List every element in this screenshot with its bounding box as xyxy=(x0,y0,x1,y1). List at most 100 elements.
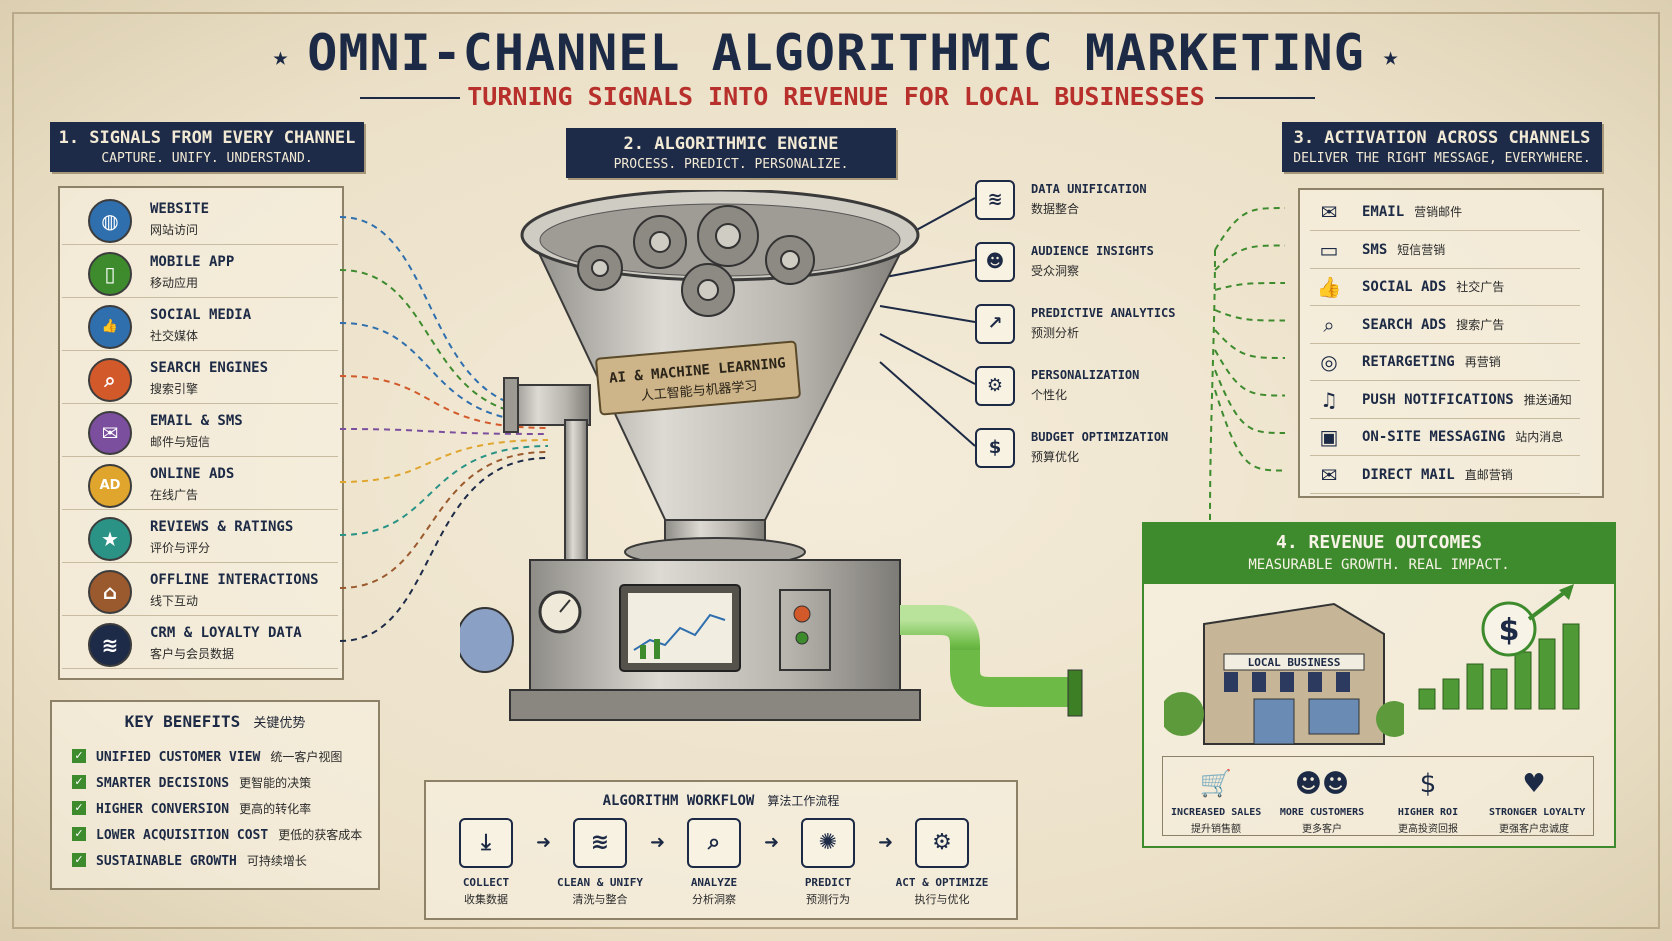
workflow-title: ALGORITHM WORKFLOW 算法工作流程 xyxy=(426,790,1016,809)
globe-icon: ◍ xyxy=(88,199,132,243)
activation-connector xyxy=(1214,349,1286,397)
revenue-header: 4. REVENUE OUTCOMES MEASURABLE GROWTH. R… xyxy=(1144,524,1614,584)
envelope-icon: ✉ xyxy=(1320,200,1338,224)
workflow-title-zh: 算法工作流程 xyxy=(767,794,840,808)
benefit-label-zh: 统一客户视图 xyxy=(270,750,343,764)
star-icon: ★ xyxy=(88,517,132,561)
algorithm-machine-illustration: AI & MACHINE LEARNING 人工智能与机器学习 xyxy=(460,190,980,721)
engine-feature-label-zh: 预算优化 xyxy=(1031,450,1080,464)
signal-label-zh: 评价与评分 xyxy=(150,541,211,555)
search-icon: ⌕ xyxy=(88,358,132,402)
activation-connector xyxy=(1214,282,1286,291)
engine-feature-label-zh: 数据整合 xyxy=(1031,202,1080,216)
envelope-icon: ✉ xyxy=(88,411,132,455)
workflow-step-label: ACT & OPTIMIZE xyxy=(895,876,989,889)
activation-label-zh: 社交广告 xyxy=(1456,280,1505,294)
download-icon: ⤓ xyxy=(459,818,513,868)
outcome-label: MORE CUSTOMERS xyxy=(1279,807,1365,818)
feature-leader-line xyxy=(879,305,976,323)
workflow-step-label-zh: 收集数据 xyxy=(464,893,508,906)
store-icon: ⌂ xyxy=(88,570,132,614)
revenue-title: 4. REVENUE OUTCOMES xyxy=(1276,532,1482,553)
engine-feature-label-zh: 个性化 xyxy=(1031,388,1068,402)
search-icon: ⌕ xyxy=(1323,312,1335,337)
signal-connector xyxy=(339,451,549,589)
activation-label-en: SOCIAL ADS xyxy=(1362,279,1447,295)
workflow-step-label-zh: 预测行为 xyxy=(806,893,850,906)
thumbs-up-icon: 👍 xyxy=(1316,275,1342,299)
signal-connector xyxy=(339,322,549,423)
check-icon: ✓ xyxy=(72,827,86,841)
outcome-label: STRONGER LOYALTY xyxy=(1489,807,1586,818)
signal-label-zh: 移动应用 xyxy=(150,276,199,290)
activation-connector xyxy=(1214,329,1286,359)
activation-connector xyxy=(1214,389,1286,472)
divider xyxy=(1215,97,1315,99)
activation-label-en: PUSH NOTIFICATIONS xyxy=(1362,391,1514,408)
divider xyxy=(360,97,460,99)
star-icon: ★ xyxy=(1382,41,1400,72)
benefit-label-zh: 更低的获客成本 xyxy=(278,828,363,842)
chart-icon: ↗ xyxy=(975,304,1015,344)
workflow-step-label-zh: 清洗与整合 xyxy=(572,893,628,906)
page-title: ★OMNI-CHANNEL ALGORITHMIC MARKETING★ xyxy=(0,24,1672,82)
signal-label-zh: 在线广告 xyxy=(150,488,199,502)
engine-tagline: PROCESS. PREDICT. PERSONALIZE. xyxy=(613,157,849,172)
brain-icon: ✺ xyxy=(801,818,855,868)
store-sign: LOCAL BUSINESS xyxy=(1248,656,1341,669)
activation-label-zh: 直邮营销 xyxy=(1464,467,1513,482)
dollar-icon: $ xyxy=(1419,769,1437,799)
activation-label: SOCIAL ADS 社交广告 xyxy=(1362,278,1504,295)
signal-label: ONLINE ADS xyxy=(150,466,235,482)
outcome-label-zh: 提升销售额 xyxy=(1191,824,1241,835)
benefit-label-zh: 更高的转化率 xyxy=(239,802,312,816)
signals-header: 1. SIGNALS FROM EVERY CHANNEL CAPTURE. U… xyxy=(50,122,364,172)
activation-label-en: SMS xyxy=(1362,241,1388,258)
target-icon: ◎ xyxy=(1320,350,1338,374)
benefits-title-en: KEY BENEFITS xyxy=(124,712,241,731)
database-icon: ≋ xyxy=(573,818,627,868)
outcome-label-zh: 更强客户忠诚度 xyxy=(1499,824,1569,835)
activation-item: 👍 SOCIAL ADS 社交广告 xyxy=(1310,269,1580,306)
activation-header: 3. ACTIVATION ACROSS CHANNELS DELIVER TH… xyxy=(1282,122,1602,172)
benefit-label-en: HIGHER CONVERSION xyxy=(96,802,230,817)
bell-icon: ♫ xyxy=(1320,387,1338,412)
arrow-right-icon: ➜ xyxy=(764,832,780,853)
key-benefits-panel: KEY BENEFITS 关键优势 ✓UNIFIED CUSTOMER VIEW… xyxy=(50,700,380,890)
engine-feature-label: BUDGET OPTIMIZATION xyxy=(1031,430,1169,444)
arrow-right-icon: ➜ xyxy=(536,832,552,853)
chat-icon: ▭ xyxy=(1319,237,1339,262)
benefit-label-zh: 更智能的决策 xyxy=(239,776,312,790)
revenue-panel: 4. REVENUE OUTCOMES MEASURABLE GROWTH. R… xyxy=(1142,522,1616,848)
cart-icon: 🛒 xyxy=(1199,769,1233,799)
signal-label: SEARCH ENGINES xyxy=(150,360,269,376)
engine-feature-label: DATA UNIFICATION xyxy=(1031,182,1147,196)
